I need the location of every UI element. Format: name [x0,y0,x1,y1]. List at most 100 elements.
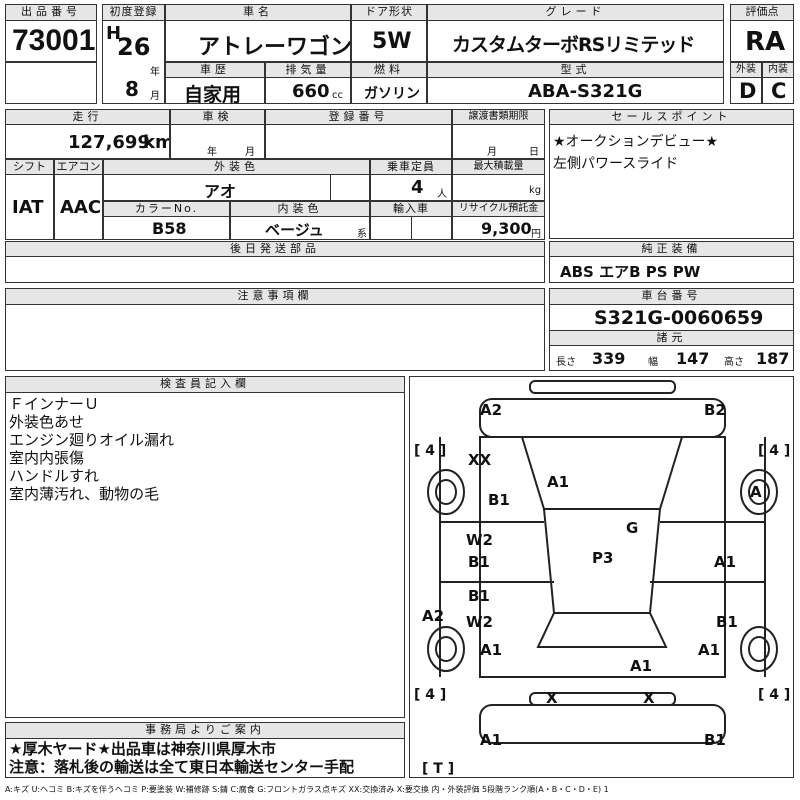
history-cell: 自家用 [165,77,265,104]
car-diagram-panel: [ 4 ] [ 4 ] [ 4 ] [ 4 ] [ T ] A2 B2 XX B… [409,376,794,778]
first-reg-month-unit: 月 [150,91,160,102]
first-reg-year-unit: 年 [150,67,160,78]
grade-value: カスタムターボRSリミテッド [452,34,695,56]
shift-value: IAT [12,197,44,218]
score-value: RA [745,27,786,57]
shift-label: シフト [5,159,54,175]
transfer-month-unit: 月 [487,147,497,158]
int-color-cell: ベージュ 系 [230,216,370,240]
mark-a1-rear-window: A1 [630,657,652,675]
tire-mark-2: [ 4 ] [758,443,790,459]
color-no-value: B58 [152,219,187,238]
dims-width: 147 [676,349,710,368]
hub-rear-left [435,636,457,662]
mark-p3: P3 [592,549,613,567]
dims-length-label: 長さ [556,357,576,368]
interior-cell: C [762,77,794,104]
exterior-value: D [739,79,757,103]
door-label: ドア形状 [351,4,427,21]
inspector-line-4: 室内内張傷 [9,449,85,467]
mark-x-left: X [546,689,558,707]
tire-mark-4: [ 4 ] [758,687,790,703]
displacement-unit: cc [332,90,343,101]
inspector-line-6: 室内薄汚れ、動物の毛 [9,485,160,503]
equipment-value: ABS エアB PS PW [560,263,701,281]
ext-color-label: 外装色 [103,159,370,175]
chassis-value: S321G-0060659 [594,307,764,329]
fuel-label: 燃料 [351,62,427,78]
mileage-cell: 127,699 km [5,124,170,159]
capacity-unit: 人 [437,189,447,200]
dims-height-label: 高さ [724,357,744,368]
exterior-cell: D [730,77,762,104]
ext-color-extra [330,174,370,201]
mark-b1-left-rear-door: B1 [468,587,490,605]
interior-label: 内装 [762,62,794,78]
door-value: 5W [372,29,412,54]
mileage-value: 127,699 [68,132,150,153]
tyre-rear-left [427,626,465,672]
mark-a1-right-front-door: A1 [714,553,736,571]
lot-label: 出品番号 [5,4,97,21]
max-load-label: 最大積載量 [452,159,545,175]
int-color-suffix: 系 [357,229,367,240]
legend: A:キズ U:ヘコミ B:キズを伴うヘコミ P:要塗装 W:補修跡 S:錆 C:… [5,785,609,794]
grade-cell: カスタムターボRSリミテッド [427,20,724,62]
caution-label: 注意事項欄 [5,288,545,305]
mark-a1-windshield: A1 [547,473,569,491]
tyre-front-right [740,469,778,515]
front-panel-outline [479,398,726,438]
capacity-label: 乗車定員 [370,159,452,175]
shift-cell: IAT [5,174,54,240]
score-cell: RA [730,20,794,62]
car-name: アトレーワゴン [198,35,351,60]
rear-panel-outline [479,704,726,744]
door-cell: 5W [351,20,427,62]
int-color-value: ベージュ [265,221,324,239]
lot-number: 73001 [12,24,96,57]
inspector-line-1: ＦインナーＵ [9,395,100,413]
grade-label: グレード [427,4,724,21]
tyre-front-left [427,469,465,515]
windshield-outline [520,436,684,510]
fuel-cell: ガソリン [351,77,427,104]
mark-w2-left-rear: W2 [466,613,493,631]
ext-color-cell: アオ [103,174,331,201]
office-label: 事務局よりご案内 [5,722,405,739]
mark-w2-left-front: W2 [466,531,493,549]
mark-b1-left-front: B1 [488,491,510,509]
recycle-cell: 9,300 円 [452,216,545,240]
inspector-line-2: 外装色あせ [9,413,85,431]
history-value: 自家用 [184,84,242,104]
aircon-label: エアコン [54,159,103,175]
dims-width-label: 幅 [648,357,658,368]
first-reg-era: H [106,23,122,44]
sales-point-line-1: ★オークションデビュー★ [553,134,719,150]
mark-a2-left: A2 [422,607,444,625]
inspection-label: 車検 [170,109,265,125]
dims-label: 諸元 [549,330,794,346]
chassis-label: 車台番号 [549,288,794,305]
mark-x-right: X [643,689,655,707]
import-label: 輸入車 [370,201,452,217]
inspector-label: 検査員記入欄 [5,376,405,393]
ext-color-value: アオ [204,182,237,201]
rear-window-outline [536,612,668,648]
car-diagram: [ 4 ] [ 4 ] [ 4 ] [ 4 ] [ T ] A2 B2 XX B… [414,380,790,777]
tire-mark-1: [ 4 ] [414,443,446,459]
equipment-label: 純正装備 [549,241,794,257]
inspector-line-3: エンジン廻りオイル漏れ [9,431,175,449]
mark-a1-rear-left: A1 [480,731,502,749]
office-cell: ★厚木ヤード★出品車は神奈川県厚木市 注意：落札後の輸送は全て東日本輸送センター… [5,738,405,778]
mark-b1-right-rear: B1 [716,613,738,631]
recycle-label: リサイクル預託金 [452,201,545,217]
hub-front-left [435,479,457,505]
inspection-cell: 年 月 [170,124,265,159]
score-label: 評価点 [730,4,794,21]
tire-mark-spare: [ T ] [422,761,454,777]
fuel-value: ガソリン [364,86,420,102]
dims-length: 339 [592,349,626,368]
tire-mark-3: [ 4 ] [414,687,446,703]
model-label: 型式 [427,62,724,78]
first-reg-label: 初度登録 [102,4,165,21]
